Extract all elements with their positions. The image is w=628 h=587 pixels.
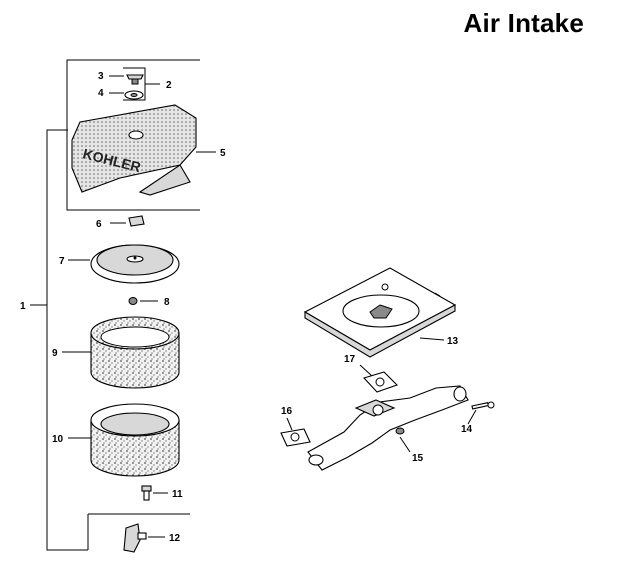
callout-9: 9 — [52, 348, 58, 359]
callout-12: 12 — [169, 533, 181, 544]
callout-14: 14 — [461, 424, 473, 435]
callout-4: 4 — [98, 88, 104, 99]
callout-15: 15 — [412, 453, 424, 464]
screw-part — [141, 485, 168, 501]
air-filter-element-part — [68, 403, 180, 477]
callout-3: 3 — [98, 71, 104, 82]
callout-6: 6 — [96, 219, 102, 230]
callout-17: 17 — [344, 354, 356, 365]
precleaner-part — [62, 316, 180, 389]
manifold-gasket-part — [280, 417, 311, 447]
assembly-bracket — [30, 129, 88, 551]
nut-washer-bracket — [123, 67, 160, 101]
callout-2: 2 — [166, 80, 172, 91]
callout-labels: 1 2 3 4 5 6 7 8 9 10 11 12 13 14 15 16 1… — [20, 71, 473, 544]
cover-group-frame — [66, 59, 200, 211]
grommet-part — [128, 297, 158, 305]
wing-nut-part — [109, 74, 144, 85]
page-title: Air Intake — [463, 8, 584, 38]
breather-fitting-part — [123, 523, 165, 553]
callout-10: 10 — [52, 434, 64, 445]
callout-1: 1 — [20, 301, 26, 312]
washer-part — [109, 90, 144, 100]
callout-13: 13 — [447, 336, 459, 347]
callout-16: 16 — [281, 406, 293, 417]
clip-part — [110, 215, 145, 227]
breather-group-frame — [87, 513, 190, 550]
stud-part — [467, 401, 495, 425]
callout-11: 11 — [172, 489, 183, 500]
air-cleaner-base-part — [303, 267, 457, 358]
callout-5: 5 — [220, 148, 226, 159]
intake-manifold-part — [307, 385, 469, 471]
air-cleaner-cover-part: KOHLER — [71, 104, 216, 196]
base-gasket-part — [359, 364, 399, 393]
callout-8: 8 — [164, 297, 170, 308]
base-plate-part — [68, 244, 180, 284]
callout-7: 7 — [59, 256, 65, 267]
